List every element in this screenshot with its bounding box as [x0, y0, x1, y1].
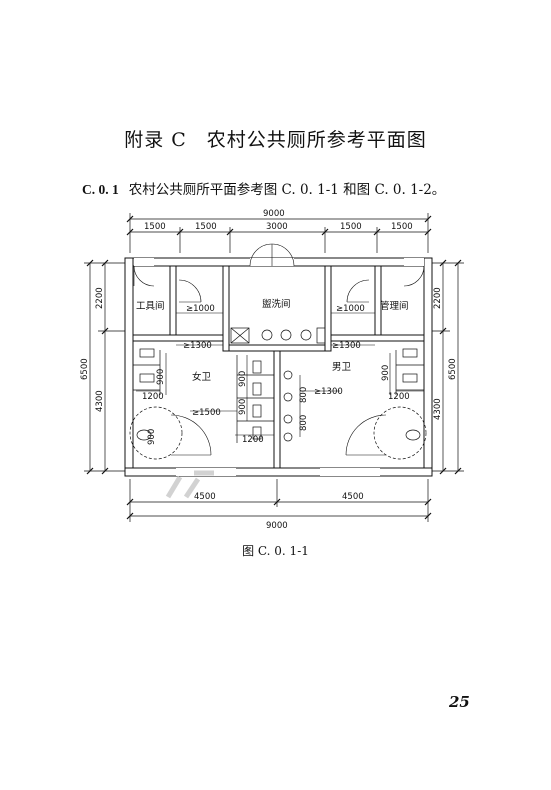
top-dim-seg-4: 1500 [340, 222, 362, 232]
dim-women-accessible-900: 900 [147, 429, 157, 445]
right-dim-seg-2: 4300 [433, 398, 443, 420]
dim-men-stall-900: 900 [381, 365, 391, 381]
right-dim-total: 6500 [448, 358, 458, 380]
dim-women-stall-900: 900 [156, 369, 166, 385]
dim-center-stall-900b: 900 [238, 399, 248, 415]
dim-women-stall-1200: 1200 [142, 392, 164, 402]
dim-left-corridor: ≥1300 [183, 341, 212, 351]
top-dim-seg-1: 1500 [144, 222, 166, 232]
top-dim-seg-5: 1500 [391, 222, 413, 232]
left-dim-seg-2: 4300 [95, 390, 105, 412]
top-dim-total: 9000 [263, 209, 285, 219]
dim-center-stall-1200: 1200 [242, 435, 264, 445]
bottom-dim-seg-1: 4500 [194, 492, 216, 502]
room-management: 管理间 [380, 300, 409, 312]
dim-center-stall-900a: 900 [238, 371, 248, 387]
left-dim-seg-1: 2200 [95, 287, 105, 309]
clause-text: 农村公共厕所平面参考图 C. 0. 1-1 和图 C. 0. 1-2。 [128, 182, 446, 198]
appendix-title: 附录 C 农村公共厕所参考平面图 [124, 129, 427, 151]
top-dim-seg-3: 3000 [266, 222, 288, 232]
clause-line: C. 0. 1 农村公共厕所平面参考图 C. 0. 1-1 和图 C. 0. 1-… [82, 178, 445, 198]
dim-left-corridor-top: ≥1000 [186, 304, 215, 314]
dim-right-corridor-top: ≥1000 [336, 304, 365, 314]
figure-caption: 图 C. 0. 1-1 [242, 544, 309, 558]
left-dim-total: 6500 [80, 358, 90, 380]
dim-men-stall-1200: 1200 [388, 392, 410, 402]
dim-urinal-800b: 800 [299, 415, 309, 431]
room-women: 女卫 [192, 371, 212, 383]
top-dim-seg-2: 1500 [195, 222, 217, 232]
dim-men-aisle: ≥1300 [314, 387, 343, 397]
clause-number: C. 0. 1 [82, 182, 119, 197]
bottom-dim-total: 9000 [266, 521, 288, 531]
right-dim-seg-1: 2200 [433, 287, 443, 309]
room-men: 男卫 [332, 362, 352, 373]
dim-right-corridor: ≥1300 [332, 341, 361, 351]
dim-urinal-800a: 800 [299, 387, 309, 403]
page-number: 25 [449, 693, 470, 711]
room-tool-room: 工具间 [136, 300, 165, 312]
bottom-dim-seg-2: 4500 [342, 492, 364, 502]
room-washroom: 盥洗间 [262, 298, 291, 310]
floor-plan-drawing: 工具间 盥洗间 管理间 女卫 男卫 9000 1500 1500 3000 15… [80, 209, 464, 531]
dim-women-aisle: ≥1500 [192, 408, 221, 418]
